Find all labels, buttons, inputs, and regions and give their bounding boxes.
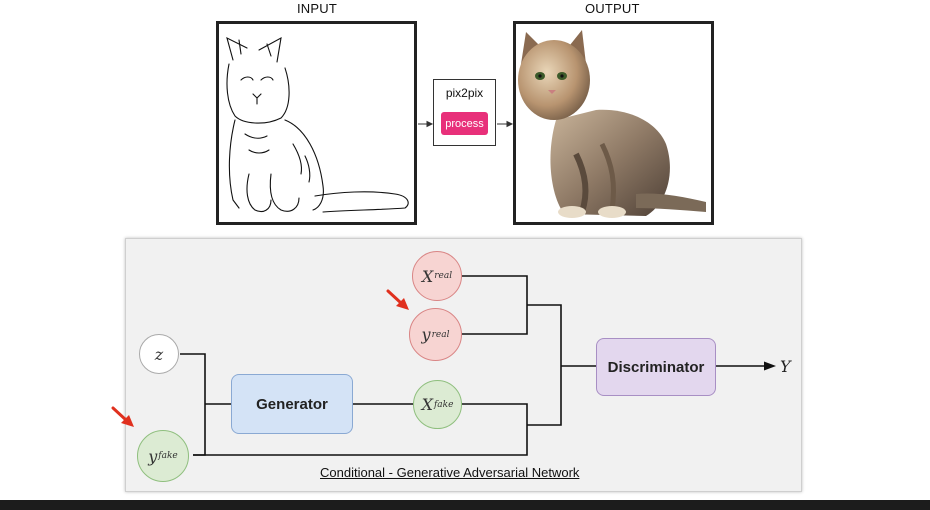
annotation-arrow-y-fake xyxy=(111,406,128,422)
cat-photo-image xyxy=(516,24,711,222)
x-fake-subscript: fake xyxy=(433,399,454,410)
y-fake-subscript: fake xyxy=(158,451,178,461)
input-panel xyxy=(216,21,417,225)
output-panel xyxy=(513,21,714,225)
input-label: INPUT xyxy=(297,1,337,16)
x-fake-symbol: X xyxy=(421,395,433,414)
pix2pix-title: pix2pix xyxy=(445,86,484,100)
y-fake-symbol: y xyxy=(148,446,158,466)
y-real-symbol: y xyxy=(421,325,431,344)
top-connectors xyxy=(418,120,514,128)
x-real-subscript: real xyxy=(434,271,453,281)
pix2pix-box: pix2pix process xyxy=(433,79,496,146)
process-button[interactable]: process xyxy=(441,112,488,135)
z-symbol: z xyxy=(154,344,164,364)
z-noise-node: z xyxy=(139,334,179,374)
annotation-arrow-y-real xyxy=(386,289,403,305)
bottom-bar xyxy=(0,500,930,510)
output-label: OUTPUT xyxy=(585,1,640,16)
x-real-symbol: X xyxy=(421,266,434,286)
y-real-subscript: real xyxy=(431,329,450,340)
generator-box: Generator xyxy=(231,374,353,434)
cat-sketch-image xyxy=(226,36,409,213)
diagram-caption: Conditional - Generative Adversarial Net… xyxy=(320,465,580,480)
discriminator-box: Discriminator xyxy=(596,338,716,396)
output-y-label: Y xyxy=(780,357,791,376)
